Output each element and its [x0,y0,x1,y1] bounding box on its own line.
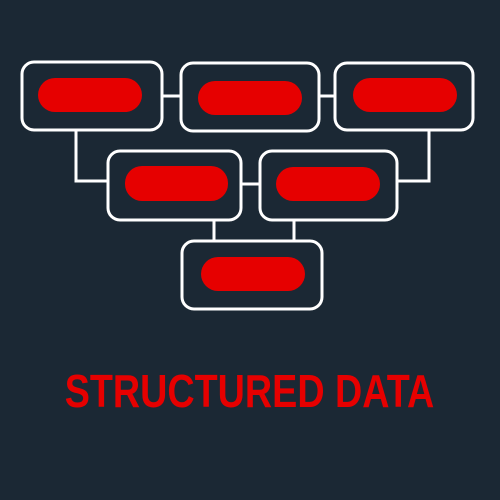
node-middle-right [258,149,399,222]
node-top-left-bar [38,78,142,112]
node-top-right-bar [353,78,457,112]
node-bottom-bar [201,257,305,291]
node-top-center [179,61,321,133]
node-middle-left-bar [125,166,228,201]
node-top-center-bar [198,81,302,115]
caption-title: STRUCTURED DATA [64,365,435,417]
connector-top-right-to-middle-right [397,130,431,183]
node-middle-left [106,149,243,222]
node-middle-right-bar [276,167,380,201]
node-top-left [20,60,164,132]
connector-top-left-to-middle-left [74,130,108,183]
node-top-right [333,61,475,132]
node-bottom [180,239,324,311]
